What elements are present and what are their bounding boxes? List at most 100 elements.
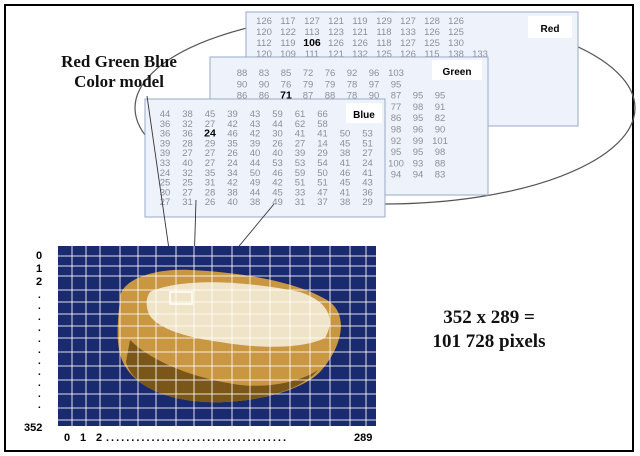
blue-pixel-value: 28 <box>182 138 193 149</box>
blue-pixel-value: 41 <box>340 187 351 198</box>
blue-pixel-value: 27 <box>182 148 193 159</box>
blue-pixel-value: 45 <box>340 138 351 149</box>
green-pixel-value: 72 <box>303 68 314 79</box>
blue-pixel-value: 54 <box>317 158 328 169</box>
blue-pixel-value: 27 <box>160 197 171 208</box>
red-pixel-value: 119 <box>280 38 295 49</box>
green-pixel-value: 90 <box>259 79 270 90</box>
blue-pixel-value: 45 <box>272 187 283 198</box>
x-label-0: 0 <box>64 432 71 444</box>
blue-pixel-value: 62 <box>295 119 306 130</box>
green-pixel-value: 103 <box>388 68 404 79</box>
red-pixel-value: 111 <box>305 49 319 60</box>
red-pixel-value: 130 <box>448 38 464 49</box>
green-pixel-value: 95 <box>413 91 424 102</box>
x-axis-dots: .................................... <box>106 432 289 444</box>
blue-pixel-value: 42 <box>227 119 238 130</box>
blue-pixel-value: 43 <box>362 178 373 189</box>
green-pixel-value: 86 <box>259 91 270 102</box>
blue-pixel-value: 46 <box>272 168 283 179</box>
green-channel-label: Green <box>443 67 472 78</box>
blue-pixel-value: 31 <box>182 197 193 208</box>
green-pixel-value: 100 <box>388 158 404 169</box>
red-pixel-value: 118 <box>376 27 391 38</box>
green-pixel-value: 95 <box>391 79 402 90</box>
blue-pixel-value: 39 <box>295 148 306 159</box>
green-pixel-value: 94 <box>391 170 402 181</box>
blue-pixel-value: 38 <box>227 187 238 198</box>
red-pixel-value: 126 <box>256 16 272 27</box>
blue-pixel-value: 36 <box>160 129 171 140</box>
blue-pixel-value: 26 <box>205 197 216 208</box>
green-pixel-value: 78 <box>347 91 358 102</box>
blue-pixel-value: 41 <box>362 168 373 179</box>
red-pixel-value: 133 <box>400 27 416 38</box>
blue-pixel-value: 53 <box>272 158 283 169</box>
red-pixel-value: 127 <box>304 16 320 27</box>
red-pixel-value: 138 <box>448 49 464 60</box>
x-label-2: 2 <box>96 432 103 444</box>
blue-pixel-value: 41 <box>340 158 351 169</box>
blue-pixel-value: 47 <box>317 187 328 198</box>
blue-pixel-value: 59 <box>295 168 306 179</box>
green-pixel-value: 90 <box>435 125 446 136</box>
green-pixel-value: 95 <box>413 147 424 158</box>
blue-pixel-value: 39 <box>250 138 261 149</box>
pixel-count-formula: 352 x 289 = 101 728 pixels <box>404 306 574 354</box>
blue-pixel-value: 34 <box>227 168 238 179</box>
red-pixel-value: 106 <box>303 37 321 49</box>
red-pixel-value: 126 <box>448 16 464 27</box>
green-pixel-value: 88 <box>237 68 248 79</box>
blue-pixel-value: 27 <box>182 187 193 198</box>
blue-pixel-value: 41 <box>317 129 328 140</box>
green-pixel-value: 90 <box>237 79 248 90</box>
blue-pixel-value: 50 <box>317 168 328 179</box>
blue-pixel-value: 35 <box>227 138 238 149</box>
blue-pixel-value: 49 <box>272 197 283 208</box>
blue-pixel-value: 51 <box>362 138 373 149</box>
red-pixel-value: 122 <box>280 27 296 38</box>
blue-pixel-value: 45 <box>205 109 216 120</box>
blue-panel-bg <box>144 98 386 218</box>
blue-pixel-value: 30 <box>272 129 283 140</box>
red-pixel-value: 120 <box>256 27 272 38</box>
red-pixel-value: 115 <box>424 49 439 60</box>
blue-pixel-value: 42 <box>250 129 261 140</box>
blue-pixel-value: 51 <box>317 178 328 189</box>
green-pixel-value: 95 <box>391 147 402 158</box>
green-pixel-value: 83 <box>435 170 446 181</box>
green-pixel-value: 79 <box>325 79 336 90</box>
blue-pixel-value: 46 <box>340 168 351 179</box>
green-pixel-value: 94 <box>413 170 424 181</box>
selected-pixel-box <box>169 291 193 305</box>
formula-line2: 101 728 pixels <box>432 331 546 352</box>
green-pixel-value: 93 <box>413 158 424 169</box>
blue-pixel-value: 58 <box>317 119 328 130</box>
green-pixel-value: 92 <box>347 68 358 79</box>
red-pixel-value: 128 <box>424 16 440 27</box>
blue-pixel-value: 24 <box>227 158 238 169</box>
blue-pixel-value: 66 <box>317 109 328 120</box>
blue-pixel-value: 31 <box>205 178 216 189</box>
red-pixel-value: 117 <box>280 16 295 27</box>
blue-pixel-value: 38 <box>250 197 261 208</box>
blue-pixel-value: 40 <box>182 158 193 169</box>
blue-pixel-value: 43 <box>250 119 261 130</box>
blue-pixel-value: 32 <box>182 168 193 179</box>
green-pixel-value: 79 <box>303 79 314 90</box>
red-pixel-value: 125 <box>424 38 440 49</box>
outer-frame <box>4 4 634 452</box>
green-pixel-value: 87 <box>391 91 402 102</box>
green-pixel-value: 98 <box>435 147 446 158</box>
blue-pixel-value: 53 <box>362 129 373 140</box>
blue-pixel-value: 40 <box>227 197 238 208</box>
blue-pixel-value: 33 <box>160 158 171 169</box>
green-pixel-value: 99 <box>413 136 424 147</box>
green-pixel-value: 87 <box>303 91 314 102</box>
blue-pixel-value: 38 <box>340 148 351 159</box>
blue-pixel-value: 24 <box>204 128 216 140</box>
blue-pixel-value: 40 <box>250 148 261 159</box>
red-pixel-value: 120 <box>256 49 272 60</box>
